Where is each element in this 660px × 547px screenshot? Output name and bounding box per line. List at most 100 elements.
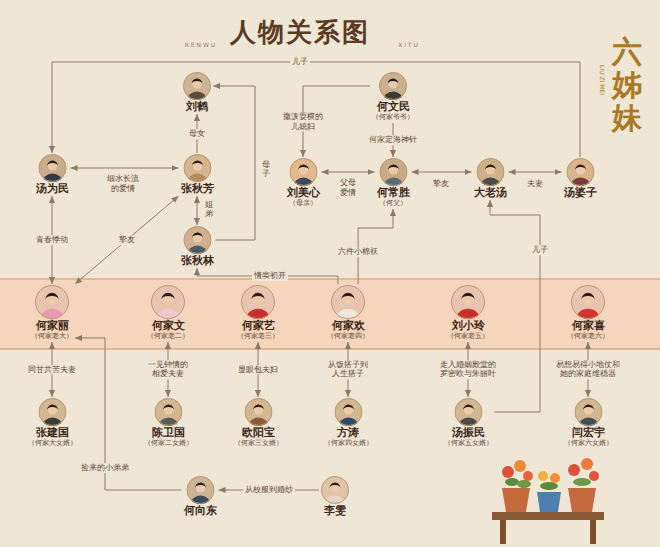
portrait (574, 398, 602, 426)
portrait-face (582, 294, 594, 306)
relation-label: 儿子 (290, 57, 310, 67)
portrait-hair (583, 404, 594, 409)
portrait-body (456, 309, 480, 319)
relation-label: 青春悸动 (34, 235, 70, 245)
pinyin-caption: R E N W U (185, 41, 215, 48)
portrait-body (458, 418, 478, 426)
person-name: 刘鹤 (183, 100, 211, 113)
portrait-body (190, 496, 210, 504)
band-edge (0, 278, 660, 280)
person-name: 闫宏宇 (564, 426, 613, 439)
logo-pinyin: LIU ZI MEI (599, 65, 606, 95)
portrait-ring (184, 73, 211, 100)
person-name: 汤为民 (36, 182, 69, 195)
portrait-face (583, 405, 593, 415)
portrait-hair (163, 404, 174, 409)
portrait-ring (332, 286, 365, 319)
leaf (505, 478, 519, 486)
person-node: 何家喜（何家老六） (565, 284, 611, 342)
portrait-ring (152, 286, 185, 319)
portrait-hair (388, 164, 399, 169)
portrait-hair (388, 78, 399, 83)
portrait (183, 72, 211, 100)
pot (502, 488, 530, 512)
portrait-hair (47, 160, 58, 165)
flower (523, 471, 533, 481)
portrait-ring (245, 399, 272, 426)
flower (538, 471, 548, 481)
leaf (517, 480, 531, 488)
portrait-face (162, 294, 174, 306)
person-name: 刘小玲 (447, 319, 489, 332)
portrait-face (192, 233, 202, 243)
portrait (186, 476, 214, 504)
portrait-hair (192, 232, 203, 237)
portrait-hair (462, 293, 475, 299)
band-edge (0, 348, 660, 350)
portrait-face (343, 405, 353, 415)
portrait-body (293, 178, 313, 186)
portrait-face (575, 165, 585, 175)
portrait (571, 285, 605, 319)
portrait-hair (575, 164, 586, 169)
portrait-ring (380, 73, 407, 100)
person-name: 张秋林 (181, 254, 214, 267)
person-node: 张秋芳 (179, 153, 216, 196)
relation-label: 捡来的小弟弟 (79, 463, 131, 473)
portrait-hair (463, 404, 474, 409)
table-leg (590, 520, 596, 544)
relation-line (322, 172, 375, 173)
portrait-hair (252, 293, 265, 299)
portrait (244, 398, 272, 426)
portrait-hair (330, 482, 341, 487)
portrait-face (192, 161, 202, 171)
portrait-ring (187, 477, 214, 504)
portrait-body (325, 496, 345, 504)
person-node: 何向东 (182, 475, 219, 518)
relation-line (509, 172, 562, 173)
person-role: （何家爷爷） (372, 113, 414, 122)
table-top (492, 512, 604, 520)
relation-label: 走入婚姻殿堂的罗密欧与朱丽叶 (437, 360, 499, 379)
person-node: 何家艺（何家老三） (235, 284, 281, 342)
portrait-face (388, 165, 398, 175)
relation-label: 撒泼耍横的儿媳妇 (280, 112, 326, 131)
flower (502, 466, 514, 478)
person-role: （何家老六） (567, 332, 609, 341)
person-role: （母亲） (287, 199, 320, 208)
portrait-ring (452, 286, 485, 319)
relation-label: 挚友 (117, 235, 137, 245)
relation-label: 细水长流的爱情 (104, 174, 142, 193)
person-name: 何常胜 (377, 186, 410, 199)
relation-line (213, 86, 255, 240)
drama-logo: 六姊妹 (612, 35, 642, 134)
portrait-ring (39, 399, 66, 426)
person-role: （何家老三） (237, 332, 279, 341)
portrait-body (338, 418, 358, 426)
portrait-body (156, 309, 180, 319)
portrait-body (336, 309, 360, 319)
portrait-face (252, 294, 264, 306)
portrait-face (388, 79, 398, 89)
portrait-face (253, 405, 263, 415)
person-role: （何家老四） (327, 332, 369, 341)
portrait (321, 476, 349, 504)
pot (568, 488, 596, 512)
relation-line (197, 196, 198, 225)
relation-label: 何家定海神针 (367, 135, 419, 145)
portrait (379, 158, 407, 186)
leaf (573, 478, 591, 486)
portrait-ring (455, 399, 482, 426)
person-node: 张建国（何家大女婿） (26, 397, 79, 449)
portrait-body (570, 178, 590, 186)
person-name: 刘美心 (287, 186, 320, 199)
portrait-hair (162, 293, 175, 299)
person-name: 大老汤 (474, 186, 507, 199)
portrait-face (330, 483, 340, 493)
portrait (183, 154, 211, 182)
portrait-body (187, 246, 207, 254)
relation-label: 同甘共苦夫妻 (26, 365, 78, 375)
portrait-body (248, 418, 268, 426)
person-name: 张秋芳 (181, 182, 214, 195)
portrait-body (246, 309, 270, 319)
